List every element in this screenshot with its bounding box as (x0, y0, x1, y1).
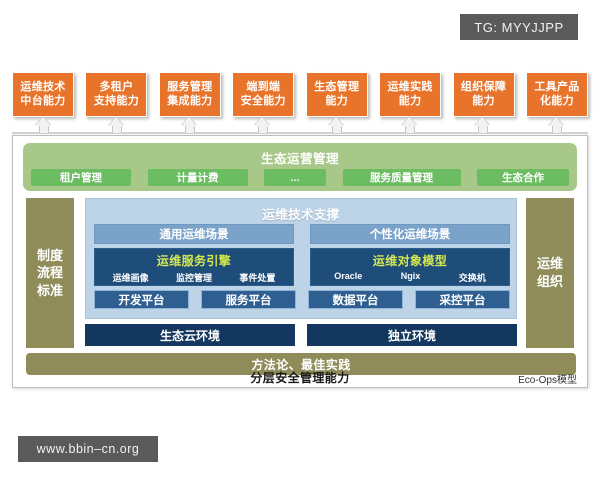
environment-box-cloud[interactable]: 生态云环境 (85, 324, 295, 346)
arrow-up-icon (108, 117, 124, 133)
capability-line1: 端到端 (246, 80, 281, 93)
capability-line1: 运维实践 (387, 80, 433, 93)
footer-title: 分层安全管理能力 (250, 371, 350, 385)
side-left-line2: 流程 (36, 265, 63, 281)
capability-row: 运维技术 中台能力 多租户 支持能力 服务管理 集成能力 端到端 安全能力 生态… (12, 72, 588, 117)
watermark-top: TG: MYYJJPP (460, 14, 578, 40)
platform-box-dev[interactable]: 开发平台 (94, 290, 189, 309)
capability-line2: 能力 (472, 94, 495, 107)
frame-footer: 分层安全管理能力 Eco-Ops模型 (13, 369, 587, 386)
scene-row: 通用运维场景 个性化运维场景 (94, 224, 510, 244)
scene-box-general[interactable]: 通用运维场景 (94, 224, 294, 244)
capability-box[interactable]: 端到端 安全能力 (232, 72, 295, 117)
eco-chip[interactable]: 计量计费 (147, 169, 248, 186)
capability-line1: 生态管理 (314, 80, 360, 93)
tech-support-title: 运维技术支撑 (262, 208, 340, 222)
platform-box-service[interactable]: 服务平台 (201, 290, 296, 309)
capability-box[interactable]: 工具产品 化能力 (525, 72, 588, 117)
side-column-organization: 运维 组织 (526, 198, 574, 348)
arrow-up-icon (35, 117, 51, 133)
eco-operation-title: 生态运营管理 (260, 152, 339, 166)
capability-line1: 工具产品 (534, 80, 580, 93)
capability-box[interactable]: 服务管理 集成能力 (158, 72, 221, 117)
side-column-standards: 制度 流程 标准 (26, 198, 74, 348)
eco-chip[interactable]: ... (264, 169, 326, 186)
engine-tag: 运维画像 (112, 273, 149, 283)
platform-row: 开发平台 服务平台 数据平台 采控平台 (94, 290, 510, 309)
capability-box[interactable]: 运维实践 能力 (379, 72, 442, 117)
eco-ops-model-frame: 生态运营管理 租户管理 计量计费 ... 服务质量管理 生态合作 制度 流程 标… (12, 135, 588, 388)
engine-tag-group: Oracle Ngix 交换机 (311, 269, 509, 284)
platform-box-control[interactable]: 采控平台 (415, 290, 510, 309)
side-left-line3: 标准 (36, 282, 63, 298)
eco-chip-row: 租户管理 计量计费 ... 服务质量管理 生态合作 (31, 169, 569, 186)
arrow-up-icon (181, 117, 197, 133)
capability-line2: 能力 (325, 94, 348, 107)
arrow-up-icon (328, 117, 344, 133)
tech-support-panel: 运维技术支撑 通用运维场景 个性化运维场景 运维服务引擎 运维画像 监控管理 事… (85, 198, 517, 319)
capability-line2: 中台能力 (20, 94, 66, 107)
engine-tag: 事件处置 (239, 273, 276, 283)
connector-line (12, 132, 588, 134)
arrow-up-icon (474, 117, 490, 133)
capability-line1: 多租户 (99, 80, 134, 93)
connector-group (12, 117, 588, 137)
eco-chip[interactable]: 生态合作 (477, 169, 569, 186)
capability-box[interactable]: 多租户 支持能力 (85, 72, 148, 117)
arrow-up-icon (401, 117, 417, 133)
engine-tag-group: 运维画像 监控管理 事件处置 (95, 269, 293, 284)
capability-box[interactable]: 组织保障 能力 (452, 72, 515, 117)
capability-line1: 组织保障 (460, 80, 507, 93)
methodology-bar: 方法论、最佳实践 (26, 353, 576, 375)
side-right-line1: 运维 (536, 256, 563, 272)
capability-box[interactable]: 运维技术 中台能力 (12, 72, 74, 117)
engine-box-service[interactable]: 运维服务引擎 运维画像 监控管理 事件处置 (94, 248, 294, 286)
environment-box-standalone[interactable]: 独立环境 (307, 324, 517, 346)
side-left-line1: 制度 (36, 247, 63, 263)
side-right-line2: 组织 (536, 274, 563, 289)
eco-operation-band: 生态运营管理 租户管理 计量计费 ... 服务质量管理 生态合作 (23, 143, 577, 191)
capability-line1: 服务管理 (167, 80, 213, 93)
capability-line2: 安全能力 (240, 94, 286, 107)
arrow-up-icon (254, 117, 270, 133)
capability-line1: 运维技术 (20, 80, 66, 93)
environment-row: 生态云环境 独立环境 (85, 324, 517, 346)
capability-box[interactable]: 生态管理 能力 (305, 72, 368, 117)
engine-title: 运维对象模型 (372, 254, 448, 268)
watermark-bottom: www.bbin–cn.org (18, 436, 158, 462)
engine-tag: 监控管理 (175, 273, 212, 283)
engine-box-object-model[interactable]: 运维对象模型 Oracle Ngix 交换机 (310, 248, 510, 286)
capability-line2: 支持能力 (93, 94, 140, 107)
scene-box-personalized[interactable]: 个性化运维场景 (310, 224, 510, 244)
engine-tag: 交换机 (458, 273, 486, 283)
model-name-label: Eco-Ops模型 (518, 375, 577, 386)
platform-box-data[interactable]: 数据平台 (308, 290, 403, 309)
engine-title: 运维服务引擎 (156, 254, 232, 268)
engine-tag: Ngix (400, 271, 421, 281)
eco-chip[interactable]: 服务质量管理 (342, 169, 461, 186)
eco-chip[interactable]: 租户管理 (31, 169, 131, 186)
engine-row: 运维服务引擎 运维画像 监控管理 事件处置 运维对象模型 Oracle Ngix… (94, 248, 510, 286)
capability-line2: 能力 (398, 94, 422, 107)
capability-line2: 集成能力 (167, 94, 213, 107)
engine-tag: Oracle (334, 271, 363, 281)
capability-line2: 化能力 (540, 94, 574, 107)
arrow-up-icon (548, 117, 564, 133)
